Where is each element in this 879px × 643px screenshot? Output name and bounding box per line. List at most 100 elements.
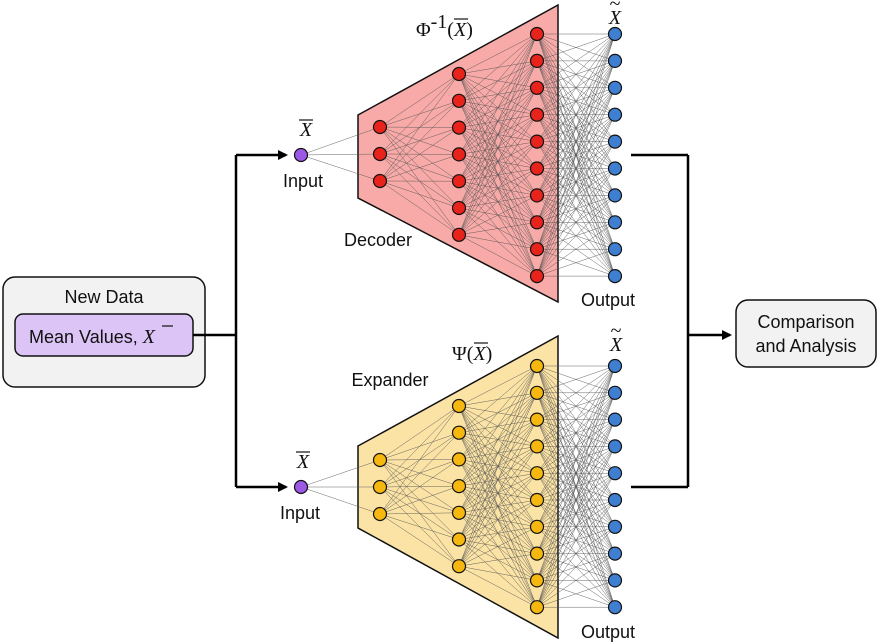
decoder-output-node [607, 242, 623, 257]
expander-hidden-node [372, 506, 388, 522]
expander-name: Expander [351, 370, 428, 390]
decoder-output-label: Output [581, 290, 635, 310]
decoder-edge [536, 33, 616, 277]
decoder-edge [458, 195, 538, 236]
expander-edge [458, 526, 538, 567]
decoder-labels: X Input Φ-1(X) Decoder X ~ Output [283, 0, 635, 310]
decoder-hidden-node [451, 66, 467, 82]
decoder-edge [536, 33, 616, 196]
expander-hidden-node [451, 398, 467, 414]
decoder-edge [458, 234, 538, 277]
decoder-edge [379, 127, 460, 182]
decoder-output-node [607, 26, 623, 42]
comparison-box: Comparison and Analysis [735, 299, 877, 368]
decoder-hidden-node [451, 147, 467, 162]
expander-edge [536, 580, 616, 608]
expander-edge [536, 365, 616, 474]
decoder-edge [379, 180, 460, 209]
decoder-edge [458, 33, 538, 235]
expander-hidden-node [529, 466, 545, 481]
decoder-edge [300, 153, 381, 156]
expander-output-node [607, 439, 623, 454]
new-data-box: New Data Mean Values, X [2, 276, 206, 388]
decoder-edge [536, 141, 616, 277]
decoder-edge [536, 168, 616, 277]
decoder-hidden-node [372, 173, 388, 189]
expander-hidden-node [529, 439, 545, 454]
mean-values-label: Mean Values, X [29, 326, 156, 348]
expander-edge [379, 459, 460, 515]
decoder-output-node [607, 188, 623, 203]
new-data-title: New Data [64, 287, 144, 307]
expander-labels: X Input Ψ(X) Expander X ~ Output [280, 320, 635, 642]
expander-edge [536, 553, 616, 608]
decoder-hidden-node [529, 215, 545, 230]
decoder-hidden-node [451, 120, 467, 135]
expander-hidden-node [372, 452, 388, 468]
expander-output-tilde: ~ [611, 320, 622, 342]
expander-hidden-node [451, 559, 467, 574]
decoder-edge [536, 195, 616, 277]
expander-function-label: Ψ(X) [452, 343, 492, 365]
expander-edge [379, 405, 460, 488]
decoder-input-label: Input [283, 171, 323, 191]
decoder-edge [379, 180, 460, 235]
decoder-edge [458, 33, 538, 75]
expander-network [293, 334, 623, 640]
decoder-edge [300, 154, 381, 182]
decoder-edge [536, 33, 616, 88]
decoder-output-node [607, 80, 623, 95]
expander-output-node [607, 600, 623, 615]
expander-edge [458, 392, 538, 567]
decoder-edge [458, 33, 538, 182]
expander-edge [458, 473, 538, 567]
decoder-edges [300, 33, 616, 277]
decoder-hidden-node [529, 80, 545, 95]
decoder-output-node [607, 134, 623, 149]
decoder-hidden-node [372, 119, 388, 135]
decoder-edge [379, 73, 460, 155]
expander-hidden-node [529, 492, 545, 508]
decoder-edge [536, 33, 616, 142]
decoder-hidden-node [529, 269, 545, 284]
decoder-output-node [607, 53, 623, 69]
expander-hidden-node [451, 532, 467, 547]
expander-edge [536, 365, 616, 581]
expander-edge [458, 419, 538, 567]
decoder-edge [458, 33, 538, 209]
decoder-edge [536, 87, 616, 277]
expander-edge [458, 365, 538, 433]
decoder-hidden-node [451, 174, 467, 189]
expander-edge [536, 473, 616, 608]
expander-edge [458, 499, 538, 567]
expander-nodes [293, 358, 623, 615]
decoder-hidden-node [451, 227, 467, 242]
expander-edge [536, 365, 616, 527]
decoder-edge [536, 33, 616, 250]
expander-output-node [607, 412, 623, 427]
decoder-edge [379, 73, 460, 128]
decoder-edge [536, 33, 616, 115]
expander-edge [379, 513, 460, 567]
decoder-function-label: Φ-1(X) [416, 11, 473, 41]
expander-edge [536, 365, 616, 608]
expander-edge [379, 485, 460, 515]
right-connectors [631, 153, 732, 489]
expander-edge [536, 499, 616, 608]
decoder-edge [536, 222, 616, 277]
expander-hidden-node [529, 546, 545, 561]
decoder-output-node [607, 161, 623, 176]
decoder-edge [300, 126, 381, 156]
expander-edge [536, 392, 616, 608]
decoder-edge [458, 141, 538, 235]
decoder-edge [458, 114, 538, 235]
expander-hidden-node [529, 412, 545, 427]
expander-hidden-node [451, 452, 467, 467]
comparison-line1: Comparison [757, 312, 854, 332]
expander-hidden-node [372, 479, 388, 495]
decoder-network [293, 3, 623, 304]
decoder-edge [536, 33, 616, 169]
expander-edge [458, 365, 538, 460]
decoder-output-tilde: ~ [610, 0, 621, 15]
decoder-input-node [293, 147, 309, 163]
